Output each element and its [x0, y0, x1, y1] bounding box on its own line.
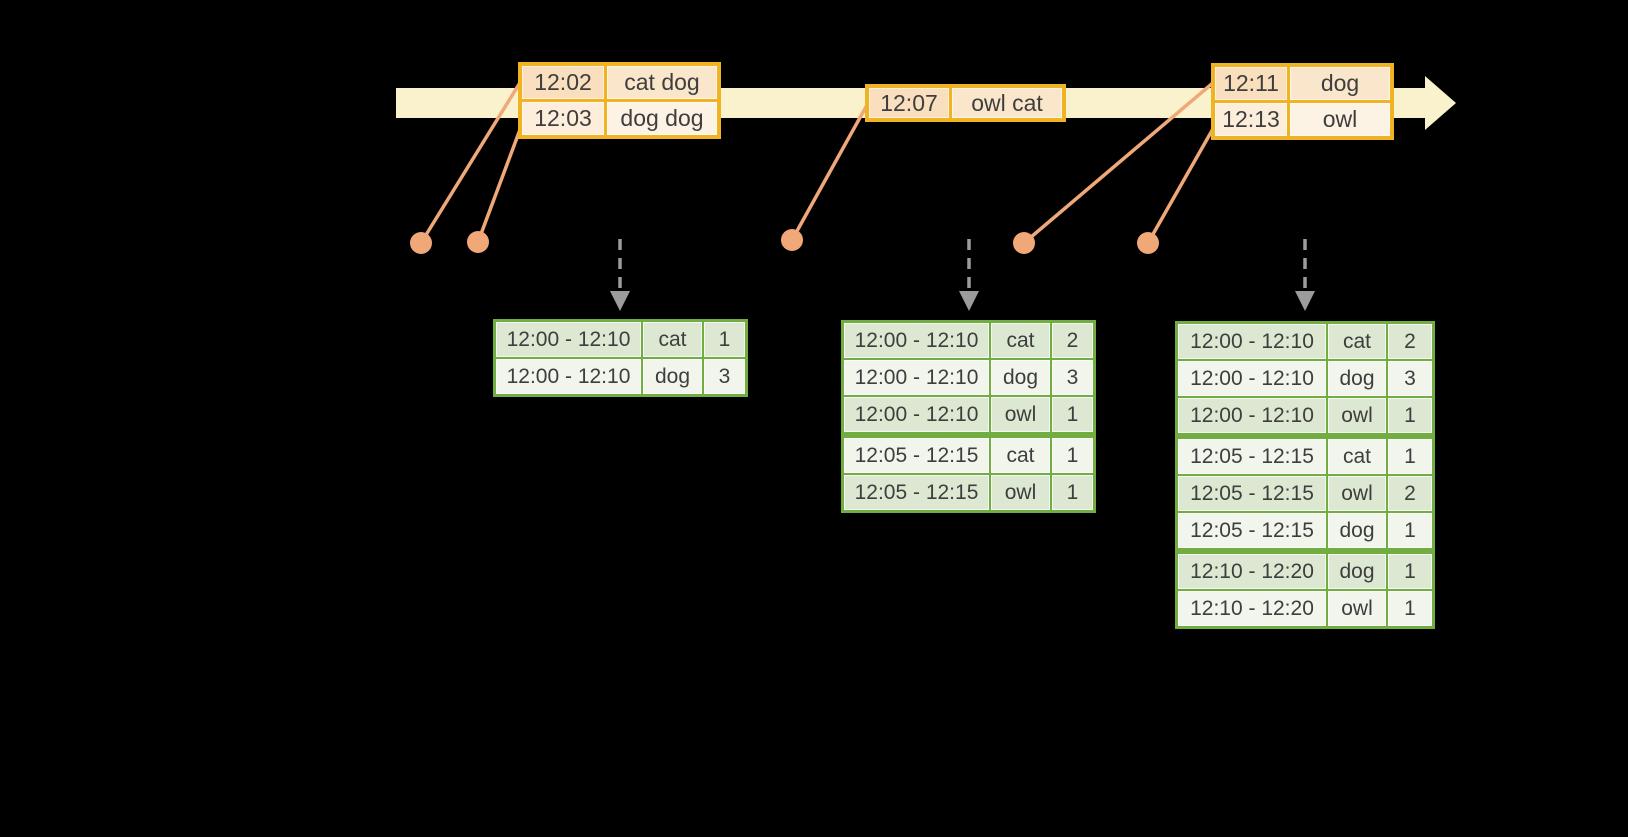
result-row: 12:05 - 12:15 dog 1 [1178, 513, 1432, 548]
window-cell: 12:10 - 12:20 [1178, 591, 1326, 626]
word-cell: cat [1328, 439, 1386, 474]
event-connector-line [1022, 80, 1216, 245]
word-cell: dog [991, 360, 1050, 395]
word-cell: dog [643, 359, 702, 394]
count-cell: 1 [1388, 439, 1432, 474]
window-cell: 12:05 - 12:15 [1178, 513, 1326, 548]
count-cell: 1 [1052, 475, 1093, 510]
count-cell: 1 [1388, 398, 1432, 433]
word-cell: cat [643, 322, 702, 357]
result-row: 12:00 - 12:10 cat 2 [1178, 324, 1432, 359]
output-arrowhead-icon [959, 291, 979, 311]
result-row: 12:05 - 12:15 cat 1 [1178, 439, 1432, 474]
word-cell: dog [1328, 554, 1386, 589]
count-cell: 1 [1388, 554, 1432, 589]
event-words-cell: owl [1290, 103, 1390, 136]
window-cell: 12:05 - 12:15 [844, 475, 989, 510]
event-row: 12:07 owl cat [869, 88, 1062, 118]
word-cell: owl [1328, 476, 1386, 511]
count-cell: 1 [1388, 591, 1432, 626]
result-row: 12:10 - 12:20 owl 1 [1178, 591, 1432, 626]
result-row: 12:05 - 12:15 owl 1 [844, 475, 1093, 510]
window-cell: 12:00 - 12:10 [1178, 398, 1326, 433]
result-table-3: 12:00 - 12:10 cat 2 12:00 - 12:10 dog 3 … [1175, 321, 1435, 629]
result-row: 12:00 - 12:10 owl 1 [844, 397, 1093, 432]
output-arrows [618, 239, 1307, 294]
result-row: 12:00 - 12:10 dog 3 [496, 359, 745, 394]
event-time-cell: 12:13 [1215, 103, 1287, 136]
event-time-cell: 12:11 [1215, 67, 1287, 100]
event-words-cell: dog dog [607, 102, 717, 135]
count-cell: 1 [1388, 513, 1432, 548]
count-cell: 3 [1052, 360, 1093, 395]
event-row: 12:03 dog dog [522, 102, 717, 135]
event-words-cell: cat dog [607, 66, 717, 99]
event-dot [410, 232, 432, 254]
event-row: 12:02 cat dog [522, 66, 717, 99]
word-cell: owl [1328, 591, 1386, 626]
event-connector-line [476, 126, 523, 243]
timeline-arrowhead-icon [1425, 76, 1456, 130]
word-cell: owl [991, 397, 1050, 432]
word-cell: owl [991, 475, 1050, 510]
window-cell: 12:05 - 12:15 [844, 438, 989, 473]
window-cell: 12:00 - 12:10 [496, 359, 641, 394]
result-row: 12:00 - 12:10 owl 1 [1178, 398, 1432, 433]
window-cell: 12:00 - 12:10 [496, 322, 641, 357]
word-cell: owl [1328, 398, 1386, 433]
result-table-2: 12:00 - 12:10 cat 2 12:00 - 12:10 dog 3 … [841, 320, 1096, 513]
window-cell: 12:00 - 12:10 [844, 397, 989, 432]
result-row: 12:05 - 12:15 owl 2 [1178, 476, 1432, 511]
window-cell: 12:00 - 12:10 [1178, 324, 1326, 359]
event-dot [467, 231, 489, 253]
window-cell: 12:05 - 12:15 [1178, 439, 1326, 474]
result-row: 12:00 - 12:10 dog 3 [1178, 361, 1432, 396]
count-cell: 3 [1388, 361, 1432, 396]
event-dot [1137, 232, 1159, 254]
event-time-cell: 12:03 [522, 102, 604, 135]
event-connectors [419, 80, 1216, 245]
word-cell: dog [1328, 513, 1386, 548]
word-cell: cat [1328, 324, 1386, 359]
event-connector-line [419, 80, 523, 244]
event-dot [781, 229, 803, 251]
count-cell: 2 [1388, 476, 1432, 511]
event-row: 12:11 dog [1215, 67, 1390, 100]
result-row: 12:05 - 12:15 cat 1 [844, 438, 1093, 473]
output-arrowhead-icon [610, 291, 630, 311]
event-time-cell: 12:02 [522, 66, 604, 99]
count-cell: 1 [704, 322, 745, 357]
result-row: 12:00 - 12:10 cat 1 [496, 322, 745, 357]
count-cell: 2 [1388, 324, 1432, 359]
window-cell: 12:05 - 12:15 [1178, 476, 1326, 511]
event-connector-line [790, 104, 869, 241]
word-cell: cat [991, 438, 1050, 473]
count-cell: 2 [1052, 323, 1093, 358]
output-arrowhead-icon [1295, 291, 1315, 311]
result-table-1: 12:00 - 12:10 cat 1 12:00 - 12:10 dog 3 [493, 319, 748, 397]
count-cell: 3 [704, 359, 745, 394]
result-row: 12:10 - 12:20 dog 1 [1178, 554, 1432, 589]
window-cell: 12:00 - 12:10 [1178, 361, 1326, 396]
event-connector-line [1146, 126, 1216, 244]
event-table-2: 12:07 owl cat [865, 84, 1066, 122]
event-words-cell: owl cat [952, 88, 1062, 118]
event-words-cell: dog [1290, 67, 1390, 100]
event-time-cell: 12:07 [869, 88, 949, 118]
window-cell: 12:10 - 12:20 [1178, 554, 1326, 589]
event-dots [410, 229, 1159, 254]
count-cell: 1 [1052, 397, 1093, 432]
event-dot [1013, 232, 1035, 254]
word-cell: cat [991, 323, 1050, 358]
window-cell: 12:00 - 12:10 [844, 360, 989, 395]
event-table-3: 12:11 dog 12:13 owl [1211, 63, 1394, 140]
result-row: 12:00 - 12:10 cat 2 [844, 323, 1093, 358]
word-cell: dog [1328, 361, 1386, 396]
window-cell: 12:00 - 12:10 [844, 323, 989, 358]
event-row: 12:13 owl [1215, 103, 1390, 136]
count-cell: 1 [1052, 438, 1093, 473]
result-row: 12:00 - 12:10 dog 3 [844, 360, 1093, 395]
output-arrowheads [610, 291, 1315, 311]
event-table-1: 12:02 cat dog 12:03 dog dog [518, 62, 721, 139]
